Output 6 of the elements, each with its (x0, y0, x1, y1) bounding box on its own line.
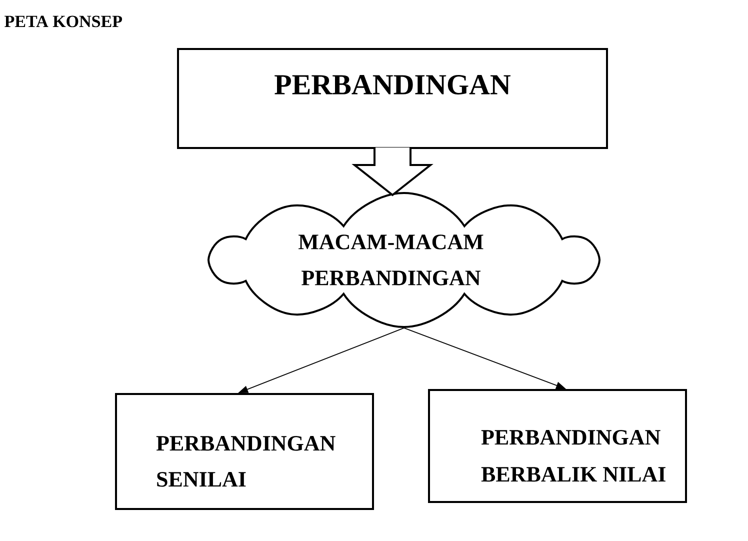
concept-box: PERBANDINGAN BERBALIK NILAI (428, 389, 687, 503)
topic-box: PERBANDINGAN (177, 48, 608, 149)
concept-box: PERBANDINGAN SENILAI (115, 393, 374, 510)
block-arrow (352, 146, 434, 196)
diagram-title: PETA KONSEP (4, 16, 122, 28)
cloud-bubble: MACAM-MACAM PERBANDINGAN (207, 192, 601, 328)
